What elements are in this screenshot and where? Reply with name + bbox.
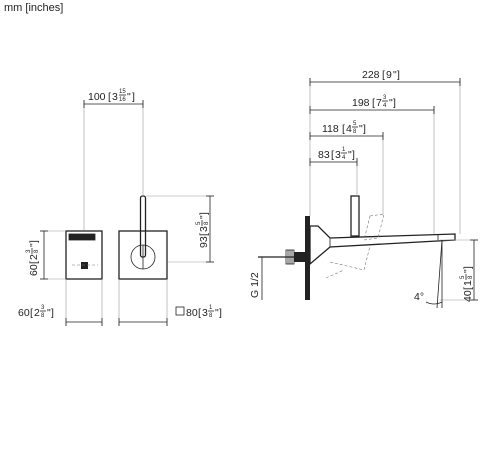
svg-text:": " (359, 123, 363, 135)
svg-text:3: 3 (112, 91, 118, 103)
svg-text:": " (462, 269, 474, 273)
svg-text:8: 8 (209, 313, 213, 319)
svg-text:": " (393, 69, 397, 81)
svg-text:": " (127, 91, 131, 103)
dim-text-60-vertical: 60 [ 2 3 8 " ] (26, 240, 40, 276)
svg-text:[: [ (198, 233, 210, 236)
svg-text:]: ] (28, 240, 40, 243)
svg-text:": " (47, 307, 51, 319)
dim-text-60-horizontal: 60 [ 2 3 8 " ] (18, 305, 54, 319)
svg-text:5: 5 (196, 221, 202, 225)
angle-label: 4° (414, 291, 424, 303)
svg-text:60: 60 (28, 264, 40, 276)
diverter-button (69, 234, 95, 240)
thread-label: G 1/2 (249, 272, 261, 298)
svg-text:100: 100 (88, 91, 106, 103)
svg-text:118: 118 (322, 123, 339, 135)
svg-text:3: 3 (383, 95, 387, 101)
svg-text:3: 3 (202, 307, 208, 319)
svg-text:]: ] (462, 266, 474, 269)
svg-text:16: 16 (119, 97, 126, 103)
svg-text:1: 1 (209, 305, 213, 311)
svg-text:8: 8 (468, 275, 474, 279)
svg-text:228: 228 (362, 69, 380, 81)
pipe-fitting (294, 252, 305, 262)
svg-text:]: ] (132, 91, 135, 103)
svg-text:4: 4 (383, 103, 387, 109)
svg-text:60: 60 (18, 307, 30, 319)
svg-text:8: 8 (353, 129, 357, 135)
svg-text:1: 1 (462, 280, 474, 286)
svg-text:[: [ (382, 69, 385, 81)
svg-text:[: [ (342, 123, 345, 135)
front-view: 100 [ 3 15 16 " ] 93 [ 3 5 8 " ] 60 (18, 89, 222, 326)
dim-text-198: 198 [ 7 3 4 " ] (352, 95, 396, 109)
svg-text:[: [ (462, 287, 474, 290)
side-lever (350, 195, 360, 237)
diverter-knob (81, 262, 88, 269)
svg-text:]: ] (352, 149, 355, 161)
svg-text:3: 3 (26, 249, 32, 253)
svg-text:3: 3 (335, 149, 341, 161)
svg-text:4: 4 (342, 155, 346, 161)
svg-text:8: 8 (204, 221, 210, 225)
diverter-body (65, 230, 103, 280)
svg-text:]: ] (363, 123, 366, 135)
units-label: mm [inches] (4, 2, 64, 14)
svg-text:]: ] (198, 212, 210, 215)
svg-text:4: 4 (346, 123, 352, 135)
svg-text:9: 9 (386, 69, 392, 81)
side-view: 228 [ 9 " ] 198 [ 7 3 4 " ] 118 [ 4 5 (249, 69, 478, 309)
svg-text:[: [ (198, 307, 201, 319)
svg-text:198: 198 (352, 97, 370, 109)
spout (309, 225, 456, 266)
svg-text:3: 3 (198, 226, 210, 232)
svg-text:": " (389, 97, 393, 109)
svg-text:]: ] (397, 69, 400, 81)
svg-text:8: 8 (41, 313, 45, 319)
svg-text:8: 8 (34, 249, 40, 253)
dim-text-118: 118 [ 4 5 8 " ] (322, 121, 366, 135)
svg-text:40: 40 (462, 290, 474, 302)
dim-text-83: 83 [ 3 1 4 " ] (318, 147, 355, 161)
svg-text:93: 93 (198, 236, 210, 248)
svg-text:": " (28, 243, 40, 247)
dim-text-93: 93 [ 3 5 8 " ] (196, 212, 210, 248)
svg-text:": " (348, 149, 352, 161)
svg-text:15: 15 (119, 89, 126, 95)
svg-text:80: 80 (186, 307, 198, 319)
dim-text-228: 228 [ 9 " ] (362, 69, 400, 81)
svg-text:[: [ (372, 97, 375, 109)
svg-text:]: ] (51, 307, 54, 319)
svg-text:7: 7 (376, 97, 382, 109)
svg-text:83: 83 (318, 149, 330, 161)
mixer-plate (118, 230, 168, 280)
svg-text:[: [ (30, 307, 33, 319)
svg-text:[: [ (108, 91, 111, 103)
svg-text:[: [ (331, 149, 334, 161)
svg-text:2: 2 (34, 307, 40, 319)
svg-text:5: 5 (460, 275, 466, 279)
svg-text:2: 2 (28, 254, 40, 260)
svg-text:1: 1 (342, 147, 346, 153)
dim-text-100: 100 [ 3 15 16 " ] (88, 89, 135, 103)
svg-text:": " (215, 307, 219, 319)
wall-plate (305, 216, 310, 300)
dim-text-80: 80 [ 3 1 8 " ] (175, 305, 222, 319)
svg-text:]: ] (219, 307, 222, 319)
svg-text:": " (198, 215, 210, 219)
svg-text:5: 5 (353, 121, 357, 127)
svg-text:3: 3 (41, 305, 45, 311)
svg-text:]: ] (393, 97, 396, 109)
dim-text-40: 40 [ 1 5 8 " ] (460, 266, 474, 302)
svg-text:[: [ (28, 261, 40, 264)
